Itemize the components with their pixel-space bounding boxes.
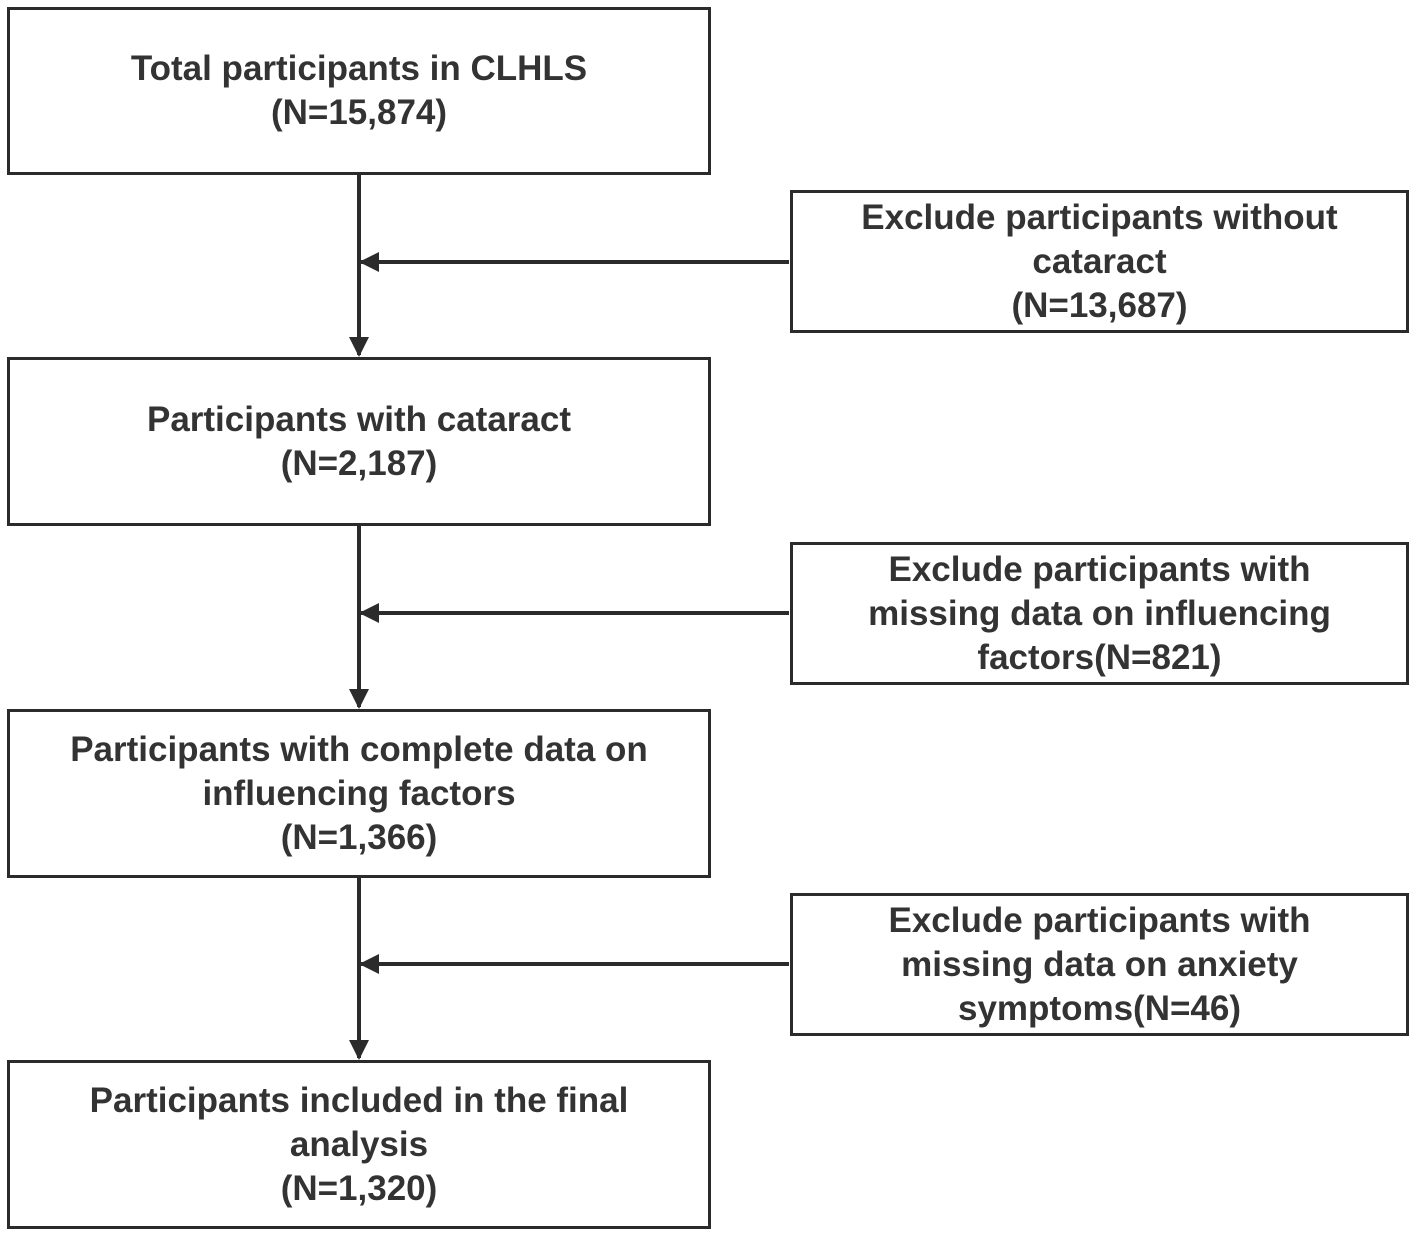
step-text-line: influencing factors <box>202 773 516 813</box>
exclusion-box-missing-anxiety-symptoms: Exclude participants with missing data o… <box>790 893 1409 1036</box>
exclusion-text-line: missing data on anxiety <box>901 944 1298 984</box>
exclusion-text-line: Exclude participants with <box>888 549 1311 589</box>
exclusion-text-line: missing data on influencing <box>868 593 1331 633</box>
step-text-line: Total participants in CLHLS <box>130 49 588 88</box>
step-count: (N=2,187) <box>280 443 438 483</box>
exclusion-text-line: Exclude participants with <box>888 900 1311 940</box>
step-count: (N=15,874) <box>270 93 448 132</box>
exclusion-count: symptoms(N=46) <box>957 988 1241 1028</box>
step-box-complete-data: Participants with complete data on influ… <box>7 709 711 878</box>
step-box-final-analysis: Participants included in the final analy… <box>7 1060 711 1229</box>
step-text-line: Participants included in the final <box>89 1080 629 1120</box>
step-text-line: Participants with complete data on <box>70 729 648 769</box>
step-box-with-cataract: Participants with cataract (N=2,187) <box>7 357 711 526</box>
step-text-line: analysis <box>289 1124 429 1164</box>
exclusion-box-without-cataract: Exclude participants without cataract (N… <box>790 190 1409 333</box>
exclusion-count: (N=13,687) <box>1011 285 1188 325</box>
exclusion-text-line: cataract <box>1032 241 1167 281</box>
exclusion-box-missing-influencing-factors: Exclude participants with missing data o… <box>790 542 1409 685</box>
step-count: (N=1,320) <box>280 1168 438 1208</box>
step-text-line: Participants with cataract <box>146 399 572 439</box>
exclusion-count: factors(N=821) <box>977 637 1222 677</box>
step-count: (N=1,366) <box>280 817 438 857</box>
step-box-total-participants: Total participants in CLHLS (N=15,874) <box>7 7 711 175</box>
exclusion-text-line: Exclude participants without <box>861 197 1338 237</box>
